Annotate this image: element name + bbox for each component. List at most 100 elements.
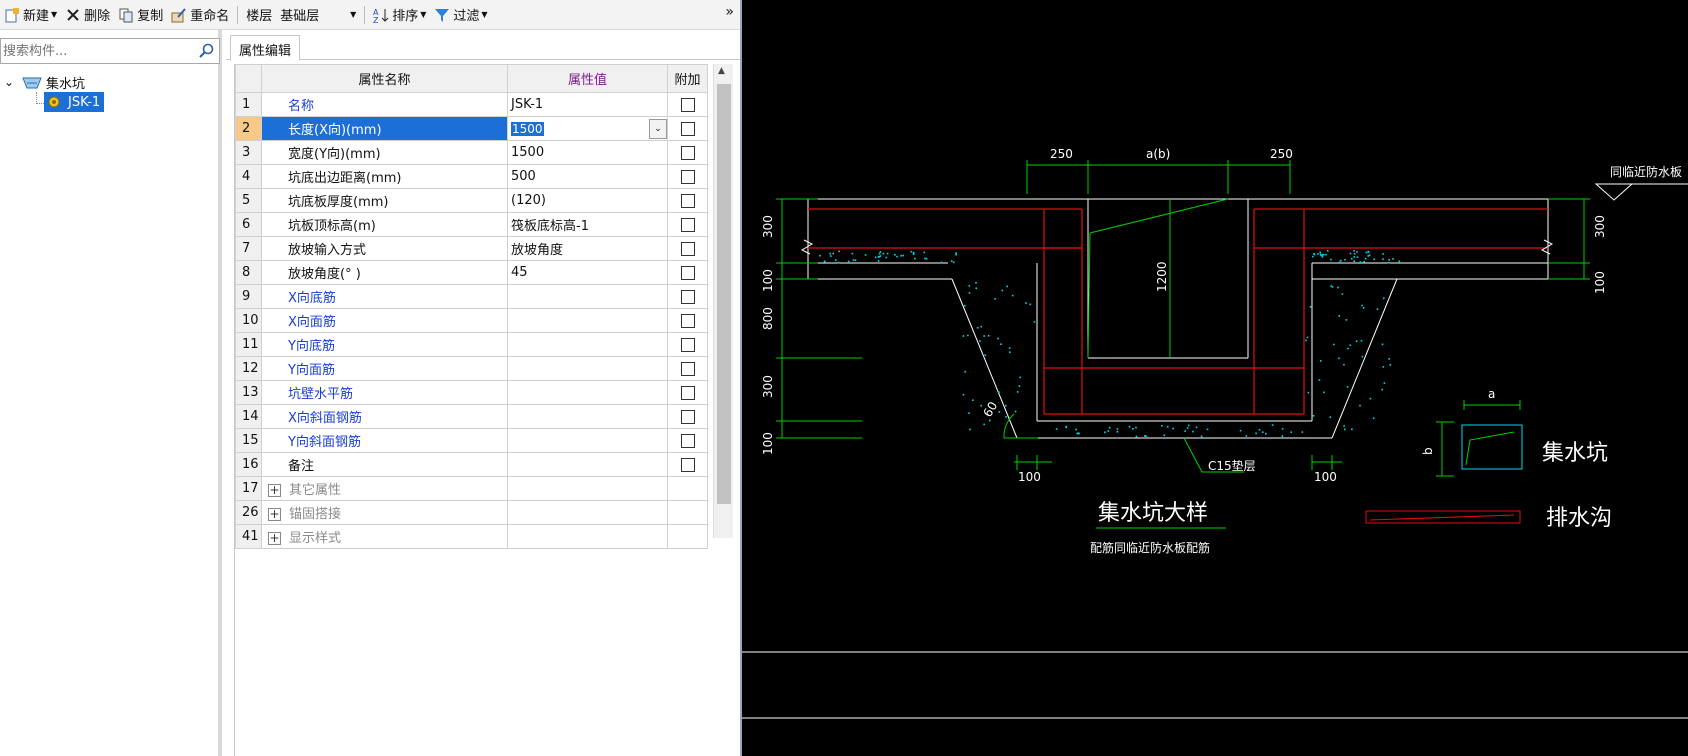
chevron-down-icon[interactable]: ⌄ (649, 118, 667, 139)
property-name-cell[interactable]: 备注 (261, 452, 508, 477)
value-editor-text[interactable]: 1500 (511, 121, 544, 136)
tree-node-selected[interactable]: JSK-1 (44, 92, 105, 112)
property-name-cell[interactable]: 长度(X向)(mm) (261, 116, 508, 141)
tree-node-root[interactable]: ⌄ 集水坑 (0, 72, 220, 92)
extra-checkbox[interactable] (680, 169, 695, 184)
property-value-cell[interactable] (507, 308, 668, 333)
property-name-cell[interactable]: Y向面筋 (261, 356, 508, 381)
grid-header-value[interactable]: 属性值 (507, 64, 668, 93)
property-name-cell[interactable]: X向面筋 (261, 308, 508, 333)
extra-checkbox[interactable] (680, 313, 695, 328)
extra-checkbox[interactable] (680, 409, 695, 424)
expand-plus-icon[interactable]: + (268, 507, 281, 521)
property-name-cell[interactable]: 名称 (261, 92, 508, 117)
table-row[interactable]: 26+锚固搭接 (235, 500, 708, 525)
toolbar-overflow-button[interactable]: » (725, 4, 734, 20)
property-value-cell[interactable] (507, 452, 668, 477)
property-value-cell[interactable]: 500 (507, 164, 668, 189)
property-value-cell[interactable]: 1500 (507, 140, 668, 165)
property-name-cell[interactable]: X向斜面钢筋 (261, 404, 508, 429)
property-value-cell[interactable] (507, 476, 668, 501)
extra-checkbox[interactable] (680, 361, 695, 376)
search-input[interactable] (1, 39, 187, 63)
extra-checkbox[interactable] (680, 193, 695, 208)
copy-button[interactable]: 复制 (114, 2, 167, 28)
property-name-cell[interactable]: 坑壁水平筋 (261, 380, 508, 405)
extra-checkbox[interactable] (680, 217, 695, 232)
value-editor[interactable]: 1500 ⌄ (511, 118, 667, 140)
tab-property-edit[interactable]: 属性编辑 (230, 35, 301, 61)
property-name-cell[interactable]: X向底筋 (261, 284, 508, 309)
property-name-cell[interactable]: +显示样式 (261, 524, 508, 549)
property-name-cell[interactable]: 放坡角度(° ) (261, 260, 508, 285)
extra-checkbox[interactable] (680, 289, 695, 304)
extra-checkbox[interactable] (680, 97, 695, 112)
expand-plus-icon[interactable]: + (268, 531, 281, 545)
property-name-cell[interactable]: 坑底板厚度(mm) (261, 188, 508, 213)
extra-checkbox[interactable] (680, 241, 695, 256)
property-name-cell[interactable]: Y向底筋 (261, 332, 508, 357)
scroll-thumb[interactable] (717, 84, 731, 504)
rename-button[interactable]: 重命名 (167, 2, 233, 28)
property-value-cell[interactable]: 筏板底标高-1 (507, 212, 668, 237)
property-name-cell[interactable]: 放坡输入方式 (261, 236, 508, 261)
table-row[interactable]: 41+显示样式 (235, 524, 708, 549)
property-value-cell[interactable]: 放坡角度 (507, 236, 668, 261)
property-value-cell[interactable] (507, 500, 668, 525)
property-value-cell[interactable] (507, 404, 668, 429)
expand-plus-icon[interactable]: + (268, 483, 281, 497)
property-name-cell[interactable]: +其它属性 (261, 476, 508, 501)
scroll-up-arrow-icon[interactable]: ▲ (718, 66, 725, 76)
extra-checkbox[interactable] (680, 265, 695, 280)
new-button[interactable]: 新建▼ (0, 2, 61, 28)
search-icon[interactable] (199, 43, 215, 59)
property-name-cell[interactable]: 宽度(Y向)(mm) (261, 140, 508, 165)
property-name-cell[interactable]: 坑板顶标高(m) (261, 212, 508, 237)
extra-checkbox[interactable] (680, 145, 695, 160)
property-value-cell[interactable] (507, 332, 668, 357)
chevron-down-icon[interactable]: ⌄ (4, 75, 15, 89)
property-name-cell[interactable]: +锚固搭接 (261, 500, 508, 525)
extra-checkbox[interactable] (680, 457, 695, 472)
property-name-cell[interactable]: 坑底出边距离(mm) (261, 164, 508, 189)
property-value-cell[interactable] (507, 428, 668, 453)
tree-node-jsk1[interactable]: JSK-1 (44, 92, 220, 112)
property-value-cell[interactable]: 1500 ⌄ (507, 116, 668, 141)
property-value-cell[interactable]: JSK-1 (507, 92, 668, 117)
extra-checkbox[interactable] (680, 433, 695, 448)
property-value-cell[interactable]: (120) (507, 188, 668, 213)
property-value-cell[interactable] (507, 380, 668, 405)
grid-scrollbar[interactable]: ▲ (713, 64, 733, 538)
property-value-cell[interactable] (507, 524, 668, 549)
property-value-cell[interactable] (507, 356, 668, 381)
extra-checkbox[interactable] (680, 121, 695, 136)
filter-button[interactable]: 过滤▼ (430, 2, 491, 28)
delete-button[interactable]: 删除 (61, 2, 114, 28)
grid-header-extra[interactable]: 附加 (667, 64, 708, 93)
property-value-cell[interactable]: 45 (507, 260, 668, 285)
property-value-cell[interactable] (507, 284, 668, 309)
extra-checkbox[interactable] (680, 385, 695, 400)
property-name-cell[interactable]: Y向斜面钢筋 (261, 428, 508, 453)
grid-header-name[interactable]: 属性名称 (261, 64, 508, 93)
table-row[interactable]: 17+其它属性 (235, 476, 708, 501)
cad-drawing-canvas[interactable]: 250 a(b) 250 300 100 800 300 100 1200 30… (740, 0, 1688, 756)
extra-checkbox[interactable] (680, 337, 695, 352)
